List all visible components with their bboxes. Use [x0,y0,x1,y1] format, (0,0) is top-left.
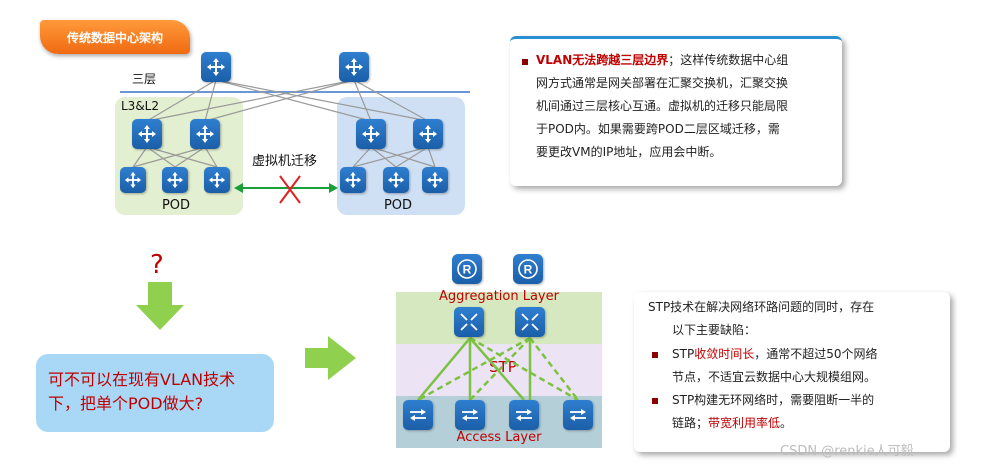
right-arrow [305,336,356,380]
stp-access-switch-2 [455,400,485,430]
switch-arrows-icon [426,171,444,189]
core-switch-right [339,52,369,82]
stp-router-right: R [513,254,543,284]
access-switch-left-2 [162,167,188,193]
router-arrows-icon [138,125,156,143]
layer3-label: 三层 [132,72,157,86]
router-arrows-icon [345,58,363,76]
switch-exchange-icon [410,409,426,421]
switch-arrows-icon [387,171,405,189]
router-arrows-icon [207,58,225,76]
stp-access-switch-1 [403,400,433,430]
switch-exchange-icon [462,409,478,421]
agg-switch-right-1 [356,119,386,149]
router-r-icon: R [518,259,538,279]
migration-arrow [234,183,338,193]
down-arrow [136,282,184,330]
bullet-icon [652,352,658,358]
stp-access-switch-3 [509,400,539,430]
switch-arrows-icon [166,171,184,189]
switch-arrows-icon [344,171,362,189]
stp-drawback-2-line-2: 链路；带宽利用率低。 [672,412,792,435]
aggregation-layer-band [396,292,602,344]
pod-left-label: POD [161,198,191,213]
switch-exchange-icon [570,409,586,421]
router-arrows-icon [419,125,437,143]
switch-exchange-icon [516,409,532,421]
stp-drawback-2-highlight: 带宽利用率低 [708,416,781,430]
note-line-5: 要更改VM的IP地址，应用会中断。 [536,145,722,159]
access-switch-right-2 [383,167,409,193]
stp-intro-line-2: 以下主要缺陷： [672,323,757,337]
stp-access-switch-4 [563,400,593,430]
svg-text:R: R [524,263,533,277]
stp-drawback-1-line-2: 节点，不适宜云数据中心大规模组网。 [672,370,877,384]
stp-drawback-1-line-1: STP收敛时间长，通常不超过50个网络 [672,343,877,366]
stp-drawback-1-highlight: 收敛时间长 [694,347,755,361]
svg-text:R: R [463,263,472,277]
note-line-1: VLAN无法跨越三层边界；这样传统数据中心组 [536,49,830,72]
stp-drawback-2-line-1: STP构建无环网络时，需要阻断一半的 [672,393,875,407]
stp-router-left: R [452,254,482,284]
stp-blocked-links [417,336,579,402]
core-switch-icon [460,313,478,331]
note-line-3: 机间通过三层核心互通。虚拟机的迁移只能局限 [536,99,789,113]
stp-agg-switch-right [515,307,545,337]
bullet-icon [522,59,528,65]
question-line-2: 下，把单个POD做大? [48,394,204,413]
router-arrows-icon [362,125,380,143]
core-aggregation-links [146,79,429,122]
agg-switch-left-2 [190,119,220,149]
stp-drawbacks-note: STP技术在解决网络环路问题的同时，存在 以下主要缺陷： STP收敛时间长，通常… [634,292,950,452]
watermark-text: CSDN @renkie人可毅 [780,444,914,459]
switch-arrows-icon [208,171,226,189]
switch-arrows-icon [124,171,142,189]
stp-intro-line-1: STP技术在解决网络环路问题的同时，存在 [648,300,875,314]
core-switch-left [201,52,231,82]
access-switch-right-1 [340,167,366,193]
bullet-icon [652,398,658,404]
note-highlight: VLAN无法跨越三层边界 [536,53,669,67]
agg-switch-right-2 [413,119,443,149]
question-line-1: 可不可以在现有VLAN技术 [48,370,236,389]
stp-drawback-1-rest: ，通常不超过50个网络 [754,347,878,361]
stp-active-links [417,337,532,401]
stp-drawback-2-prefix: 链路； [672,416,709,430]
router-arrows-icon [196,125,214,143]
router-r-icon: R [457,259,477,279]
note-line-4: 于POD内。如果需要跨POD二层区域迁移，需 [536,122,780,136]
vm-migration-label: 虚拟机迁移 [252,154,318,169]
access-layer-label: Access Layer [456,430,542,445]
section-title-banner: 传统数据中心架构 [40,20,190,54]
core-switch-icon [521,313,539,331]
stp-drawback-1-prefix: STP [672,347,695,361]
left-pod-links [132,146,218,168]
blocked-cross [279,175,301,204]
access-switch-right-3 [422,167,448,193]
aggregation-layer-label: Aggregation Layer [439,289,559,304]
stp-agg-switch-left [454,307,484,337]
question-mark: ? [150,250,164,280]
access-switch-left-3 [204,167,230,193]
note-line-2: 网方式通常是网关部署在汇聚交换机，汇聚交换 [536,76,789,90]
l3l2-label: L3&L2 [121,99,159,113]
stp-label: STP [489,358,517,376]
right-pod-links [352,146,436,168]
vlan-limitation-note: VLAN无法跨越三层边界；这样传统数据中心组 网方式通常是网关部署在汇聚交换机，… [510,36,842,186]
stp-drawback-2-suffix: 。 [780,416,793,430]
pod-right-label: POD [383,198,413,213]
access-switch-left-1 [120,167,146,193]
banner-title: 传统数据中心架构 [66,30,163,45]
note-line-1-rest: ；这样传统数据中心组 [668,53,789,67]
question-box: 可不可以在现有VLAN技术 下，把单个POD做大? [36,354,274,432]
agg-switch-left-1 [132,119,162,149]
